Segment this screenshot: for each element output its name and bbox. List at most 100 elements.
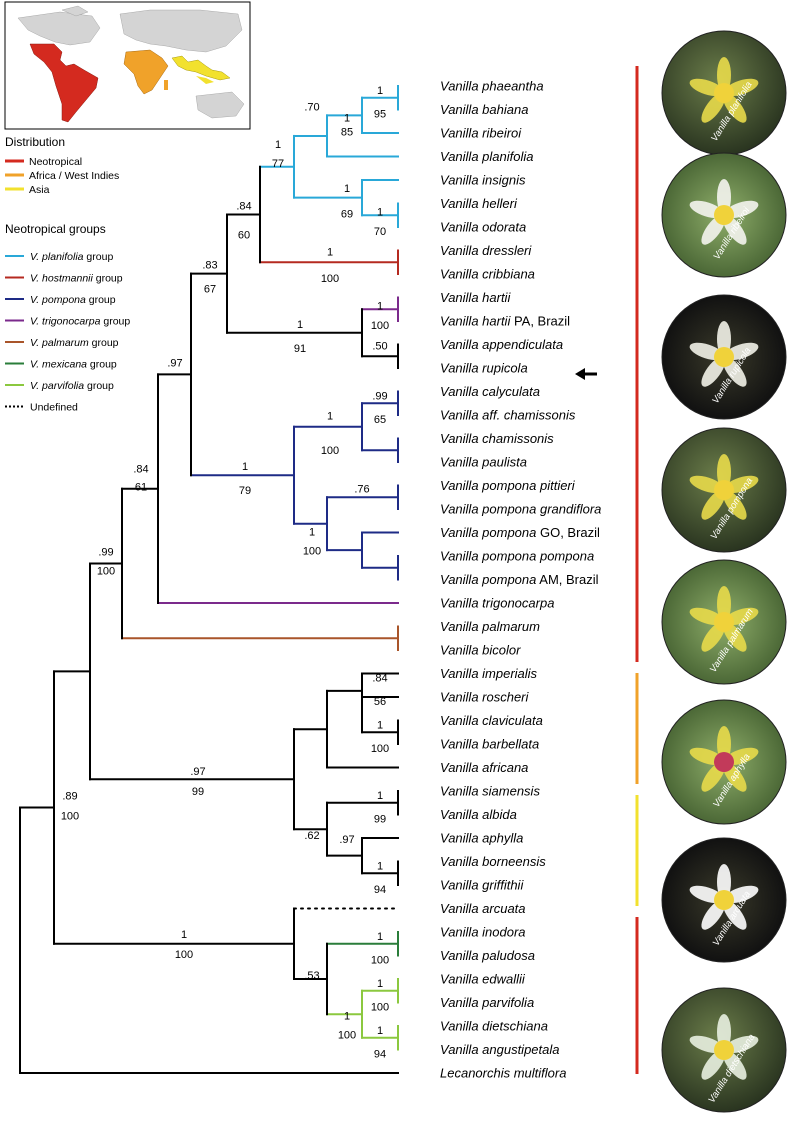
bootstrap-value: 99 <box>374 814 386 826</box>
bootstrap-value: 100 <box>371 743 389 755</box>
posterior-probability: .97 <box>167 357 182 369</box>
bootstrap-value: 100 <box>175 949 193 961</box>
legend-distribution-label: Asia <box>29 184 50 196</box>
taxon-label: Vanilla imperialis <box>440 666 538 681</box>
taxon-label: Vanilla ribeiroi <box>440 126 522 141</box>
taxon-label: Vanilla pompona pompona <box>440 549 594 564</box>
bootstrap-value: 94 <box>374 884 386 896</box>
bootstrap-value: 79 <box>239 485 251 497</box>
bootstrap-value: 67 <box>204 284 216 296</box>
bootstrap-value: 61 <box>135 482 147 494</box>
posterior-probability: .97 <box>339 834 354 846</box>
posterior-probability: 1 <box>377 85 383 97</box>
taxon-label: Vanilla rupicola <box>440 361 528 376</box>
posterior-probability: 1 <box>377 978 383 990</box>
posterior-probability: 1 <box>344 1010 350 1022</box>
tree-branches <box>19 85 399 1074</box>
taxon-label: Lecanorchis multiflora <box>440 1066 566 1081</box>
taxon-label: Vanilla paludosa <box>440 948 535 963</box>
posterior-probability: 1 <box>297 319 303 331</box>
species-photo: Vanilla dietschiana <box>661 987 787 1113</box>
species-photo: Vanilla planifolia <box>661 30 787 156</box>
posterior-probability: 1 <box>377 790 383 802</box>
distribution-map <box>4 1 251 130</box>
posterior-probability: .83 <box>202 260 217 272</box>
bootstrap-value: 100 <box>303 546 321 558</box>
posterior-probability: 1 <box>181 929 187 941</box>
bootstrap-value: 65 <box>374 414 386 426</box>
taxon-label: Vanilla arcuata <box>440 901 526 916</box>
taxon-label: Vanilla dietschiana <box>440 1019 548 1034</box>
taxon-label: Vanilla angustipetala <box>440 1042 560 1057</box>
taxon-label: Vanilla parvifolia <box>440 995 534 1010</box>
legend-group-label: V. hostmannii group <box>30 273 123 285</box>
taxon-label: Vanilla pompona GO, Brazil <box>440 525 600 540</box>
posterior-probability: 1 <box>377 1025 383 1037</box>
posterior-probability: .76 <box>354 483 369 495</box>
taxon-label: Vanilla cribbiana <box>440 267 535 282</box>
posterior-probability: .62 <box>304 830 319 842</box>
taxon-label: Vanilla hartii PA, Brazil <box>440 314 570 329</box>
map-region-neotropical <box>29 43 99 123</box>
map-region-africa <box>123 49 169 95</box>
bootstrap-value: 100 <box>321 445 339 457</box>
taxon-label: Vanilla pompona pittieri <box>440 478 576 493</box>
taxon-label: Vanilla helleri <box>440 196 518 211</box>
bootstrap-value: 85 <box>341 126 353 138</box>
posterior-probability: 1 <box>309 527 315 539</box>
taxon-label: Vanilla insignis <box>440 173 526 188</box>
bootstrap-value: 100 <box>371 1002 389 1014</box>
posterior-probability: .50 <box>372 341 387 353</box>
taxon-label: Vanilla palmarum <box>440 619 540 634</box>
posterior-probability: .99 <box>98 546 113 558</box>
bootstrap-value: 100 <box>321 273 339 285</box>
legend-distribution-title: Distribution <box>5 135 65 149</box>
taxon-label: Vanilla albida <box>440 807 517 822</box>
bootstrap-value: 69 <box>341 209 353 221</box>
posterior-probability: .84 <box>133 464 148 476</box>
posterior-probability: 1 <box>275 139 281 151</box>
posterior-probability: .97 <box>190 766 205 778</box>
taxon-label: Vanilla dressleri <box>440 243 532 258</box>
taxon-label: Vanilla barbellata <box>440 737 539 752</box>
legend-group-label: V. pompona group <box>30 294 116 306</box>
bootstrap-value: 94 <box>374 1049 386 1061</box>
posterior-probability: 1 <box>242 461 248 473</box>
species-photo: Vanilla rupicola <box>661 294 787 420</box>
taxon-label: Vanilla inodora <box>440 925 526 940</box>
taxon-label: Vanilla hartii <box>440 290 511 305</box>
bootstrap-value: 100 <box>97 565 115 577</box>
taxon-label: Vanilla borneensis <box>440 854 546 869</box>
species-photo: Vanilla ribeiroi <box>661 152 787 278</box>
species-photo: Vanilla aphylla <box>661 699 787 825</box>
posterior-probability: 1 <box>344 113 350 125</box>
bootstrap-value: 56 <box>374 696 386 708</box>
taxon-label: Vanilla claviculata <box>440 713 543 728</box>
legend-group-label: V. mexicana group <box>30 359 117 371</box>
legend-group-label: V. parvifolia group <box>30 380 114 392</box>
taxon-label: Vanilla edwallii <box>440 972 526 987</box>
arrow-icon <box>575 368 597 380</box>
taxon-label: Vanilla calyculata <box>440 384 540 399</box>
taxon-label: Vanilla odorata <box>440 220 526 235</box>
taxon-label: Vanilla bahiana <box>440 102 528 117</box>
legend-group-label: V. palmarum group <box>30 337 119 349</box>
species-photo: Vanilla palmarum <box>661 559 787 685</box>
bootstrap-value: 100 <box>371 320 389 332</box>
posterior-probability: .53 <box>304 970 319 982</box>
species-photo: Vanilla pompona <box>661 427 787 553</box>
taxon-label: Vanilla chamissonis <box>440 431 554 446</box>
posterior-probability: .89 <box>62 791 77 803</box>
bootstrap-value: 95 <box>374 109 386 121</box>
posterior-probability: 1 <box>377 720 383 732</box>
posterior-probability: 1 <box>344 183 350 195</box>
bootstrap-value: 91 <box>294 343 306 355</box>
posterior-probability: 1 <box>327 410 333 422</box>
posterior-probability: 1 <box>377 301 383 313</box>
support-values: 195185.701701691771100.84601100.50191.83… <box>61 85 389 1061</box>
bootstrap-value: 100 <box>371 955 389 967</box>
taxon-label: Vanilla trigonocarpa <box>440 596 554 611</box>
legend-distribution-label: Neotropical <box>29 156 82 168</box>
